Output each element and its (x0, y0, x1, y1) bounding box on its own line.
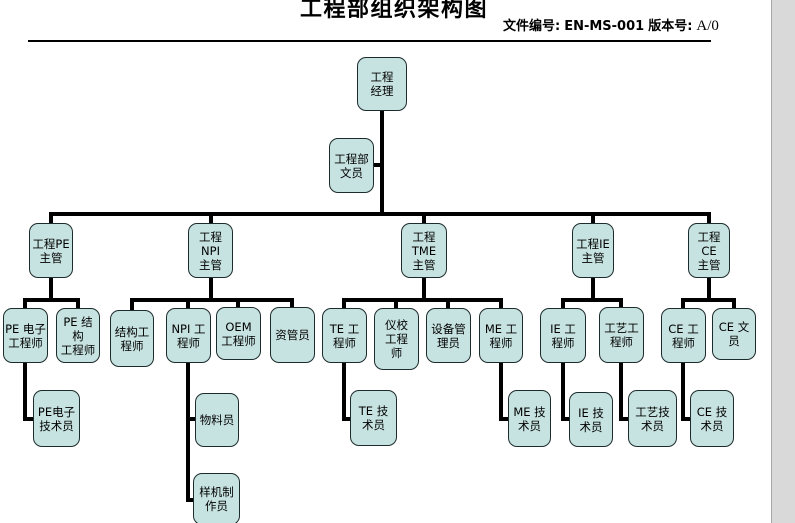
connector-segment (186, 298, 190, 308)
connector-segment (394, 298, 398, 308)
connector-segment (209, 278, 213, 302)
org-node-te-technician: TE 技 术员 (350, 390, 397, 446)
connector-segment (23, 363, 27, 421)
connector-segment (422, 212, 426, 223)
connector-segment (591, 278, 595, 302)
org-node-prototype-maker: 样机制 作员 (193, 473, 240, 523)
connector-segment (707, 278, 711, 302)
connector-segment (76, 298, 80, 308)
connector-segment (342, 417, 352, 421)
org-node-me-technician: ME 技 术员 (508, 390, 551, 447)
doc-number-label: 文件编号: (503, 19, 561, 34)
connector-segment (186, 363, 190, 502)
connector-segment (732, 298, 736, 308)
org-node-material-clerk: 物料员 (195, 393, 239, 447)
connector-segment (49, 278, 53, 302)
connector-segment (681, 298, 685, 308)
org-node-pe-electronic-engineer: PE 电子 工程师 (3, 308, 48, 363)
org-node-pe-electronic-technician: PE电子 技术员 (33, 390, 80, 447)
doc-number-value: EN-MS-001 (564, 19, 645, 34)
connector-segment (186, 498, 195, 502)
org-node-ce-technician: CE 技 术员 (690, 390, 734, 447)
connector-segment (499, 363, 503, 421)
org-node-me-engineer: ME 工 程师 (479, 308, 523, 363)
connector-segment (130, 298, 294, 302)
org-node-ie-engineer: IE 工 程师 (540, 308, 586, 363)
connector-segment (130, 298, 134, 310)
org-node-ie-technician: IE 技 术员 (569, 392, 613, 447)
connector-segment (422, 278, 426, 302)
org-node-npi-engineer: NPI 工 程师 (166, 308, 211, 363)
connector-segment (619, 363, 623, 421)
connector-segment (342, 363, 346, 421)
connector-segment (380, 111, 384, 216)
org-node-te-engineer: TE 工 程师 (322, 308, 367, 363)
org-node-oem-engineer: OEM 工程师 (216, 307, 261, 360)
org-node-process-technician: 工艺技 术员 (628, 390, 677, 447)
connector-segment (49, 212, 711, 216)
connector-segment (342, 298, 503, 302)
connector-segment (446, 298, 450, 308)
version-label: 版本号: (648, 19, 693, 34)
org-node-calibration-engineer: 仪校 工程 师 (374, 308, 419, 370)
org-node-npi-supervisor: 工程NPI 主管 (188, 223, 233, 278)
org-node-ce-clerk: CE 文 员 (712, 308, 756, 360)
org-node-equipment-admin: 设备管 理员 (426, 308, 471, 363)
connector-segment (619, 298, 623, 308)
connector-segment (561, 298, 623, 302)
connector-segment (49, 212, 53, 223)
connector-segment (499, 417, 510, 421)
connector-segment (236, 298, 240, 308)
org-node-process-engineer: 工艺工 程师 (599, 307, 644, 363)
page-edge (771, 0, 795, 523)
connector-segment (681, 417, 692, 421)
org-node-asset-clerk: 资管员 (270, 307, 315, 363)
connector-segment (561, 298, 565, 308)
connector-segment (681, 298, 736, 302)
connector-segment (681, 363, 685, 421)
connector-segment (619, 417, 630, 421)
connector-segment (591, 212, 595, 223)
page-title: 工程部组织架构图 (300, 0, 489, 22)
org-node-tme-supervisor: 工程TME 主管 (401, 223, 447, 278)
connector-segment (342, 298, 346, 308)
connector-segment (374, 163, 382, 167)
org-node-pe-structural-engineer: PE 结构 工程师 (56, 308, 100, 363)
connector-segment (290, 298, 294, 308)
org-node-dept-clerk: 工程部 文员 (329, 138, 374, 193)
org-node-ce-supervisor: 工程CE 主管 (688, 223, 730, 278)
connector-segment (707, 212, 711, 223)
org-node-engineering-manager: 工程 经理 (357, 57, 407, 111)
connector-segment (209, 212, 213, 223)
connector-segment (23, 298, 27, 308)
org-node-ce-engineer: CE 工 程师 (661, 308, 706, 363)
connector-segment (561, 363, 565, 421)
org-node-ie-supervisor: 工程IE 主管 (572, 223, 614, 278)
connector-segment (186, 417, 197, 421)
version-value: A/0 (696, 18, 719, 34)
connector-segment (561, 417, 571, 421)
connector-segment (23, 298, 80, 302)
header-divider (28, 40, 711, 42)
connector-segment (23, 417, 35, 421)
connector-segment (499, 298, 503, 308)
org-node-pe-supervisor: 工程PE 主管 (29, 223, 73, 278)
org-node-structural-engineer: 结构工 程师 (110, 310, 154, 367)
